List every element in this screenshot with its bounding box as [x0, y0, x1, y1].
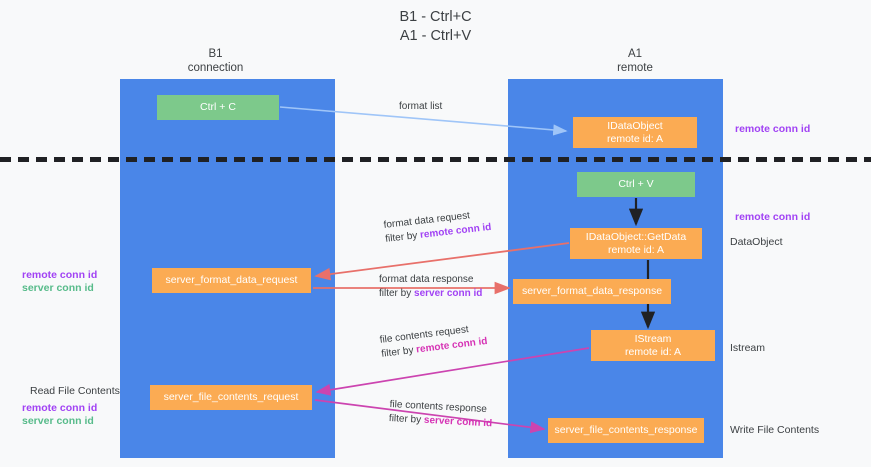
diagram-title: B1 - Ctrl+C A1 - Ctrl+V — [0, 8, 871, 46]
column-caption-b1: B1 connection — [148, 48, 283, 75]
edge-label-format-list: format list — [399, 100, 442, 114]
annotation-left-remote-conn-id-bottom: remote conn id — [22, 402, 98, 414]
node-server-file-contents-response-label: server_file_contents_response — [554, 424, 698, 436]
column-caption-a1-line2: remote — [617, 61, 653, 74]
node-server-file-contents-response[interactable]: server_file_contents_response — [548, 418, 704, 443]
annotation-read-file-contents: Read File Contents — [30, 385, 120, 397]
column-caption-b1-line1: B1 — [208, 48, 223, 60]
diagram-title-line2: A1 - Ctrl+V — [399, 28, 472, 44]
edge-label-format-list-text: format list — [399, 101, 443, 112]
column-caption-a1: A1 remote — [545, 48, 725, 75]
node-ctrl-c-label: Ctrl + C — [200, 101, 236, 113]
filter-key-server-conn-id: server conn id — [414, 288, 483, 299]
annotation-dataobject: DataObject — [730, 236, 783, 248]
node-idataobject-sublabel: remote id: A — [606, 132, 664, 145]
annotation-left-conn-ids-mid: remote conn id server conn id — [22, 269, 97, 295]
node-idataobject[interactable]: IDataObject remote id: A — [573, 117, 697, 148]
filter-prefix: filter by — [380, 344, 417, 360]
edge-label-format-data-response-line2: filter by server conn id — [379, 287, 482, 301]
node-istream-label: IStream — [634, 332, 672, 345]
annotation-remote-conn-id-mid: remote conn id — [735, 211, 811, 223]
node-istream-sublabel: remote id: A — [624, 345, 682, 358]
edge-label-file-contents-request: file contents request filter by remote c… — [379, 321, 488, 362]
edge-label-format-data-request: format data request filter by remote con… — [383, 207, 492, 247]
node-server-file-contents-request-label: server_file_contents_request — [163, 391, 299, 403]
filter-prefix: filter by — [379, 288, 415, 299]
edge-label-format-data-response-line1: format data response — [379, 274, 474, 285]
node-ctrl-c[interactable]: Ctrl + C — [157, 95, 279, 120]
node-server-format-data-request[interactable]: server_format_data_request — [152, 268, 311, 293]
column-caption-a1-line1: A1 — [627, 48, 643, 60]
annotation-left-server-conn-id-mid: server conn id — [22, 282, 94, 294]
node-server-format-data-request-label: server_format_data_request — [165, 274, 298, 286]
edge-label-file-contents-response: file contents response filter by server … — [389, 398, 494, 431]
diagram-title-line1: B1 - Ctrl+C — [399, 9, 472, 25]
node-ctrl-v-label: Ctrl + V — [618, 178, 654, 190]
node-server-format-data-response-label: server_format_data_response — [521, 285, 663, 297]
annotation-istream: Istream — [730, 342, 766, 354]
phase-divider — [0, 157, 871, 162]
node-ctrl-v[interactable]: Ctrl + V — [577, 172, 695, 197]
column-caption-b1-line2: connection — [187, 61, 244, 74]
filter-prefix: filter by — [388, 412, 425, 426]
filter-prefix: filter by — [384, 229, 421, 245]
node-server-format-data-response[interactable]: server_format_data_response — [513, 279, 671, 304]
node-server-file-contents-request[interactable]: server_file_contents_request — [150, 385, 312, 410]
annotation-remote-conn-id-top: remote conn id — [735, 123, 811, 135]
annotation-write-file-contents: Write File Contents — [730, 424, 820, 436]
node-idataobject-getdata-label: IDataObject::GetData — [585, 230, 687, 243]
node-idataobject-getdata-sublabel: remote id: A — [607, 243, 665, 256]
node-istream[interactable]: IStream remote id: A — [591, 330, 715, 361]
node-idataobject-label: IDataObject — [607, 119, 663, 132]
edge-label-format-data-response: format data response filter by server co… — [379, 273, 482, 301]
filter-key-server-conn-id: server conn id — [423, 414, 493, 430]
annotation-left-remote-conn-id-mid: remote conn id — [22, 269, 98, 281]
annotation-left-server-conn-id-bottom: server conn id — [22, 415, 94, 427]
node-idataobject-getdata[interactable]: IDataObject::GetData remote id: A — [570, 228, 702, 259]
annotation-left-conn-ids-bottom: remote conn id server conn id — [22, 402, 97, 428]
